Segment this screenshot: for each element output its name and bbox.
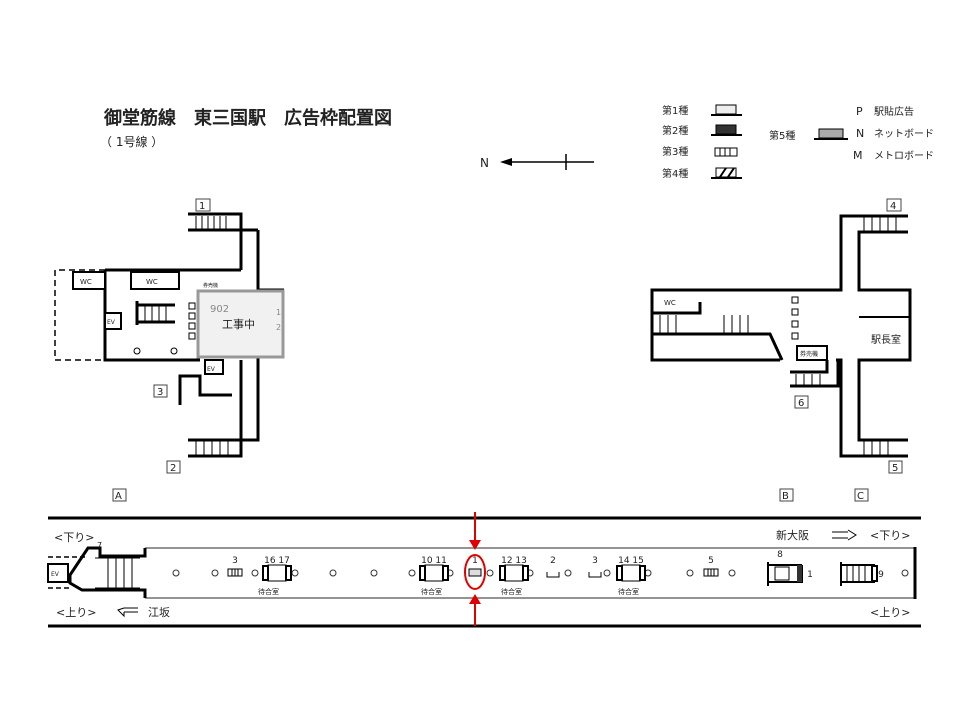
elevator-label: EV	[107, 319, 116, 326]
right-concourse: 4 駅長室 WC 券売機 6 5 B C	[650, 198, 912, 502]
highlighted-ad-marker	[464, 512, 486, 626]
elevator-label: EV	[207, 366, 216, 373]
ad-number: 3	[592, 556, 598, 566]
legend-code-m-label: メトロボード	[874, 150, 934, 162]
ad-number: 3	[232, 556, 238, 566]
construction-area-902: 902 工事中 1 2	[196, 289, 285, 359]
legend-code-n: N	[856, 127, 864, 140]
left-concourse: 1 WC WC 券売機 EV 902 工事中 1 2 EV 3 2 A	[54, 198, 285, 502]
platform: EV <下り> 7 <上り> 江坂 新大阪 <下り> <上り> 3 16 17 10…	[47, 516, 921, 628]
ad-number: 1	[472, 556, 478, 566]
exit-2-label: 2	[170, 463, 176, 474]
ticket-machine-label: 券売機	[203, 282, 218, 289]
legend-code-p: P	[856, 105, 863, 118]
ad-number: 2	[550, 556, 556, 566]
ad-number: 16 17	[264, 556, 290, 566]
exit-3-label: 3	[157, 387, 163, 398]
waiting-room-label: 待合室	[618, 587, 639, 596]
construction-num: 2	[276, 323, 281, 332]
pillar-icon	[408, 569, 416, 577]
stairs-icon	[195, 216, 227, 229]
destination-esaka: 江坂	[148, 606, 170, 619]
type4-ad-icon	[711, 167, 742, 179]
waiting-room-label: 待合室	[501, 587, 522, 596]
pillar-icon	[901, 569, 909, 577]
pillar-icon	[486, 569, 494, 577]
pillar-icon	[686, 569, 694, 577]
ad-slot: 12 13	[499, 556, 529, 582]
wc-label: WC	[664, 299, 676, 307]
pillar-icon	[291, 569, 299, 577]
legend-code-m: M	[853, 149, 863, 162]
type1-ad-icon	[711, 104, 742, 116]
wc-label: WC	[146, 278, 158, 286]
ad-slot: 3	[227, 556, 243, 577]
pillar-icon	[370, 569, 378, 577]
wc-label: WC	[80, 278, 92, 286]
exit-5-label: 5	[892, 463, 898, 474]
ad-slot: 1	[807, 570, 813, 580]
down-direction-label: <下り>	[870, 529, 910, 542]
type2-ad-icon	[711, 124, 742, 136]
up-direction-label: <上り>	[56, 606, 96, 619]
ad-number: 10 11	[421, 556, 447, 566]
ad-number: 5	[708, 556, 714, 566]
legend: 第1種 第2種 第3種 第4種 第5種 P 駅貼広告 N ネットボード M メト…	[662, 104, 934, 180]
legend-type1-label: 第1種	[662, 104, 688, 117]
type3-ad-icon	[714, 147, 738, 157]
legend-type4-label: 第4種	[662, 167, 688, 180]
pillar-icon	[728, 569, 736, 577]
ad-slot: 8	[767, 550, 803, 586]
waiting-room-label: 待合室	[258, 587, 279, 596]
construction-code: 902	[210, 304, 229, 315]
exit-6-label: 6	[798, 398, 804, 409]
pillar-icon	[211, 569, 219, 577]
ad-number: 1	[807, 570, 813, 580]
type5-ad-icon	[814, 128, 848, 140]
down-direction-label: <下り>	[54, 531, 94, 544]
area-label-a: A	[115, 491, 122, 502]
elevator-label: EV	[51, 571, 60, 578]
line-subtitle: （ 1号線 ）	[100, 134, 163, 149]
ad-slot: 14 15	[616, 556, 646, 582]
ad-slot: 1	[468, 556, 482, 577]
ad-number: 14 15	[618, 556, 644, 566]
ad-slot: 16 17	[262, 556, 292, 582]
ad-slot: 9	[840, 562, 884, 586]
area-label-c: C	[857, 491, 864, 502]
area-label-b: B	[782, 491, 789, 502]
ad-slot: 3	[588, 556, 602, 578]
north-arrow-icon: N	[480, 154, 594, 170]
pillar-icon	[603, 569, 611, 577]
legend-type3-label: 第3種	[662, 145, 688, 158]
ad-slot: 10 11	[419, 556, 449, 582]
construction-label: 工事中	[222, 318, 255, 331]
pillar-icon	[251, 569, 259, 577]
exit-1-label: 1	[199, 201, 205, 212]
ad-slot: 5	[703, 556, 719, 577]
legend-code-p-label: 駅貼広告	[874, 105, 914, 118]
ad-number: 12 13	[501, 556, 527, 566]
exit-4-label: 4	[890, 201, 896, 212]
ad-number: 8	[777, 550, 783, 560]
waiting-room-label: 待合室	[421, 587, 442, 596]
ad-slots: 3 16 17 10 11 1 12 13 2 3 14 15 5 8 1 9	[227, 550, 884, 586]
page-title: 御堂筋線 東三国駅 広告枠配置図	[103, 107, 392, 129]
construction-num: 1	[276, 308, 281, 317]
ticket-machine-label: 券売機	[800, 350, 818, 358]
destination-shin-osaka: 新大阪	[776, 528, 809, 542]
station-master-office-label: 駅長室	[871, 333, 901, 346]
ad-slot: 2	[546, 556, 560, 578]
pillar-icon	[172, 569, 180, 577]
pillar-icon	[564, 569, 572, 577]
ad-number: 9	[878, 570, 884, 580]
legend-type5-label: 第5種	[769, 129, 795, 142]
ad-number-7: 7	[97, 541, 102, 550]
north-label: N	[480, 156, 489, 170]
pillars	[172, 569, 909, 577]
up-direction-label: <上り>	[870, 606, 910, 619]
legend-type2-label: 第2種	[662, 124, 688, 137]
pillar-icon	[329, 569, 337, 577]
legend-code-n-label: ネットボード	[874, 128, 934, 140]
